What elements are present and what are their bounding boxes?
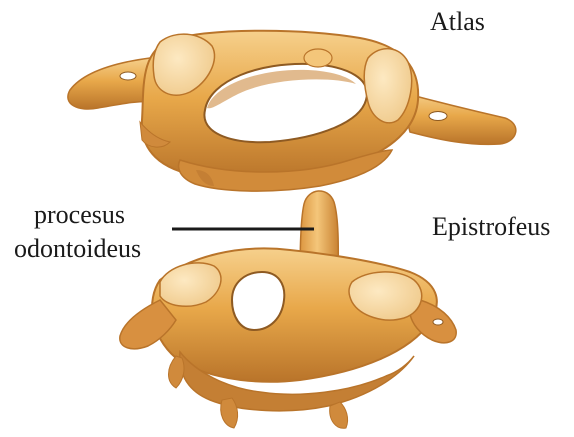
atlas-right-superior-facet	[364, 49, 411, 123]
epistrofeus-bone	[120, 191, 456, 428]
atlas-left-transverse-foramen	[120, 72, 136, 80]
atlas-label: Atlas	[430, 9, 485, 35]
epistrofeus-label: Epistrofeus	[432, 214, 550, 240]
procesus-odontoideus-label-line2: odontoideus	[14, 236, 141, 262]
atlas-right-transverse-foramen	[429, 112, 447, 121]
atlas-bone	[68, 31, 516, 191]
procesus-odontoideus-label-line1: procesus	[34, 202, 125, 228]
atlas-anterior-tubercle	[304, 49, 332, 67]
